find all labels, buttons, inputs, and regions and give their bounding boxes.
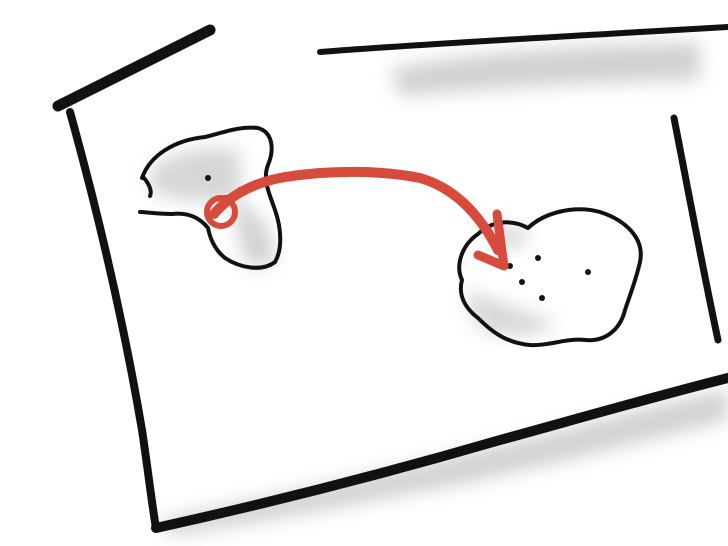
destination-island-dot — [535, 255, 541, 261]
paper-top-left-edge — [58, 30, 210, 106]
destination-island-dot — [585, 269, 591, 275]
paper-back-edge — [674, 118, 718, 340]
origin-island-inlet — [144, 178, 151, 196]
paper-sheet — [58, 27, 728, 528]
origin-island-dot — [205, 175, 211, 181]
destination-island-dots — [507, 255, 591, 301]
paper-bottom-edge — [156, 378, 728, 528]
origin-island-shadow-right — [232, 200, 275, 266]
destination-island-dot — [519, 279, 525, 285]
destination-island-dot — [539, 295, 545, 301]
top-edge-shadow — [390, 42, 700, 96]
bottom-edge-shadow — [160, 390, 728, 535]
origin-island-shadow-top — [150, 148, 240, 202]
